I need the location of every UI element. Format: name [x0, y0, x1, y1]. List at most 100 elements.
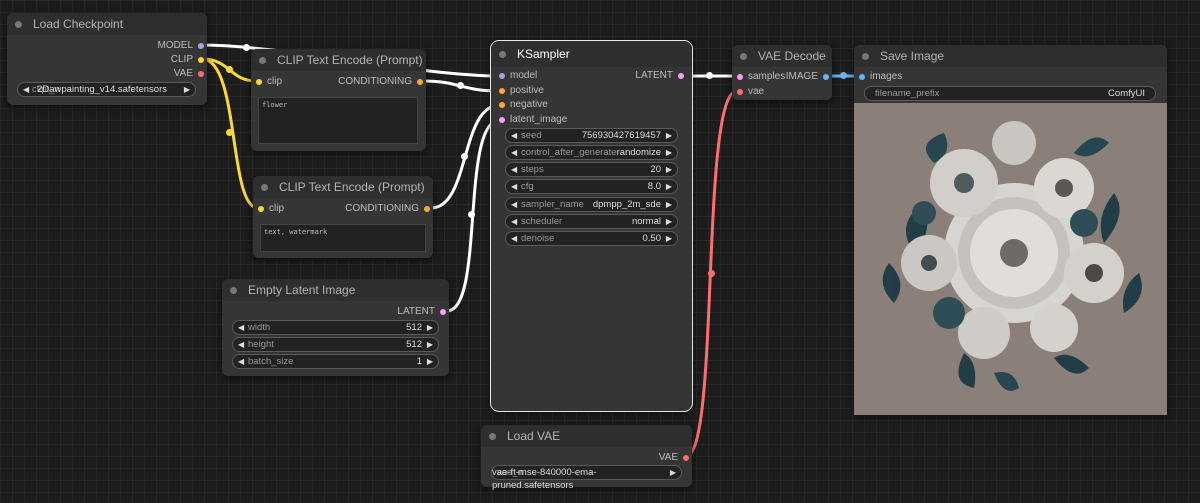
arrow-right-icon[interactable]: ▶ — [665, 148, 672, 157]
clip-input-dot-icon[interactable] — [258, 206, 264, 212]
link-midpoint-dot[interactable] — [840, 72, 847, 79]
model-output-dot-icon[interactable] — [198, 43, 204, 49]
node-title[interactable]: Empty Latent Image — [222, 279, 449, 301]
height-widget[interactable]: ◀ height 512 ▶ — [232, 337, 439, 352]
node-title[interactable]: Load VAE — [481, 425, 692, 447]
link-midpoint-dot[interactable] — [708, 270, 715, 277]
link-midpoint-dot[interactable] — [243, 44, 250, 51]
output-vae[interactable]: VAE — [598, 452, 692, 464]
filename-prefix-field[interactable]: filename_prefix ComfyUI — [864, 86, 1156, 101]
link-midpoint-dot[interactable] — [457, 82, 464, 89]
arrow-right-icon[interactable]: ▶ — [183, 85, 190, 94]
steps-widget[interactable]: ◀ steps 20 ▶ — [505, 162, 678, 177]
output-conditioning[interactable]: CONDITIONING — [319, 203, 433, 215]
collapse-dot-icon[interactable] — [489, 433, 496, 440]
sampler-name-widget[interactable]: ◀ sampler_name dpmpp_2m_sde ▶ — [505, 197, 678, 212]
output-latent[interactable]: LATENT — [593, 70, 687, 82]
output-conditioning[interactable]: CONDITIONING — [312, 76, 426, 88]
seed-widget[interactable]: ◀ seed 756930427619457 ▶ — [505, 128, 678, 143]
link-midpoint-dot[interactable] — [461, 153, 468, 160]
batch-size-widget[interactable]: ◀ batch_size 1 ▶ — [232, 354, 439, 369]
latent-output-dot-icon[interactable] — [678, 73, 684, 79]
conditioning-output-dot-icon[interactable] — [417, 79, 423, 85]
ksampler-node[interactable]: KSampler model LATENT positive negative … — [490, 40, 693, 412]
arrow-left-icon[interactable]: ◀ — [511, 182, 518, 191]
control-after-generate-widget[interactable]: ◀ control_after_generate randomize ▶ — [505, 145, 678, 160]
output-vae[interactable]: VAE — [73, 68, 207, 80]
save-image-node[interactable]: Save Image images filename_prefix ComfyU… — [854, 45, 1167, 415]
input-model[interactable]: model — [496, 70, 600, 82]
cfg-widget[interactable]: ◀ cfg 8.0 ▶ — [505, 179, 678, 194]
collapse-dot-icon[interactable] — [259, 57, 266, 64]
model-input-dot-icon[interactable] — [499, 73, 505, 79]
conditioning-output-dot-icon[interactable] — [424, 206, 430, 212]
arrow-right-icon[interactable]: ▶ — [665, 234, 672, 243]
arrow-right-icon[interactable]: ▶ — [665, 217, 672, 226]
vae-decode-node[interactable]: VAE Decode samples IMAGE vae — [732, 45, 832, 100]
arrow-right-icon[interactable]: ▶ — [426, 357, 433, 366]
arrow-left-icon[interactable]: ◀ — [511, 148, 518, 157]
collapse-dot-icon[interactable] — [499, 51, 506, 58]
denoise-widget[interactable]: ◀ denoise 0.50 ▶ — [505, 231, 678, 246]
image-output-dot-icon[interactable] — [823, 74, 829, 80]
input-positive[interactable]: positive — [496, 85, 600, 97]
positive-input-dot-icon[interactable] — [499, 88, 505, 94]
clip-input-dot-icon[interactable] — [256, 79, 262, 85]
collapse-dot-icon[interactable] — [261, 184, 268, 191]
arrow-left-icon[interactable]: ◀ — [238, 323, 245, 332]
link-midpoint-dot[interactable] — [226, 129, 233, 136]
arrow-right-icon[interactable]: ▶ — [665, 182, 672, 191]
input-images[interactable]: images — [856, 71, 950, 83]
input-clip[interactable]: clip — [255, 203, 329, 215]
prompt-textarea[interactable]: flower — [258, 97, 418, 144]
load-vae-node[interactable]: Load VAE VAE vae_n vae-ft-mse-840000-ema… — [481, 425, 692, 491]
negative-input-dot-icon[interactable] — [499, 102, 505, 108]
input-negative[interactable]: negative — [496, 99, 600, 111]
load-checkpoint-node[interactable]: Load Checkpoint MODEL CLIP VAE ◀ ckpt_n … — [7, 13, 207, 105]
ckpt-name-combo[interactable]: ◀ ckpt_n 2Dawpainting_v14.safetensors ▶ — [17, 82, 196, 97]
collapse-dot-icon[interactable] — [15, 21, 22, 28]
scheduler-widget[interactable]: ◀ scheduler normal ▶ — [505, 214, 678, 229]
output-image[interactable]: IMAGE — [773, 71, 832, 83]
vae-output-dot-icon[interactable] — [198, 71, 204, 77]
arrow-right-icon[interactable]: ▶ — [665, 165, 672, 174]
arrow-right-icon[interactable]: ▶ — [426, 323, 433, 332]
input-vae[interactable]: vae — [734, 86, 798, 98]
arrow-left-icon[interactable]: ◀ — [511, 131, 518, 140]
arrow-left-icon[interactable]: ◀ — [511, 217, 518, 226]
clip-output-dot-icon[interactable] — [198, 57, 204, 63]
prompt-textarea[interactable]: text, watermark — [260, 224, 426, 252]
arrow-right-icon[interactable]: ▶ — [669, 468, 676, 477]
node-title[interactable]: CLIP Text Encode (Prompt) — [251, 49, 426, 71]
vae-name-combo[interactable]: vae_n vae-ft-mse-840000-ema-pruned.safet… — [491, 465, 682, 491]
collapse-dot-icon[interactable] — [862, 53, 869, 60]
node-title[interactable]: Save Image — [854, 45, 1167, 67]
input-clip[interactable]: clip — [253, 76, 327, 88]
input-samples[interactable]: samples — [734, 71, 803, 83]
samples-input-dot-icon[interactable] — [737, 74, 743, 80]
collapse-dot-icon[interactable] — [740, 53, 747, 60]
arrow-left-icon[interactable]: ◀ — [23, 85, 30, 94]
link-midpoint-dot[interactable] — [468, 211, 475, 218]
node-title[interactable]: VAE Decode — [732, 45, 832, 67]
arrow-left-icon[interactable]: ◀ — [238, 357, 245, 366]
vae-output-dot-icon[interactable] — [683, 455, 689, 461]
node-title[interactable]: KSampler — [491, 41, 692, 67]
output-latent[interactable]: LATENT — [355, 306, 449, 318]
collapse-dot-icon[interactable] — [230, 287, 237, 294]
images-input-dot-icon[interactable] — [859, 74, 865, 80]
output-model[interactable]: MODEL — [73, 40, 207, 52]
output-clip[interactable]: CLIP — [73, 54, 207, 66]
clip-text-encode-negative-node[interactable]: CLIP Text Encode (Prompt) clip CONDITION… — [253, 176, 433, 258]
input-latent-image[interactable]: latent_image — [496, 114, 610, 126]
node-title[interactable]: Load Checkpoint — [7, 13, 207, 35]
arrow-left-icon[interactable]: ◀ — [511, 165, 518, 174]
arrow-right-icon[interactable]: ▶ — [426, 340, 433, 349]
link-midpoint-dot[interactable] — [226, 66, 233, 73]
arrow-left-icon[interactable]: ◀ — [511, 234, 518, 243]
link-midpoint-dot[interactable] — [706, 72, 713, 79]
latent-input-dot-icon[interactable] — [499, 117, 505, 123]
latent-output-dot-icon[interactable] — [440, 309, 446, 315]
node-title[interactable]: CLIP Text Encode (Prompt) — [253, 176, 433, 198]
clip-text-encode-positive-node[interactable]: CLIP Text Encode (Prompt) clip CONDITION… — [251, 49, 426, 151]
